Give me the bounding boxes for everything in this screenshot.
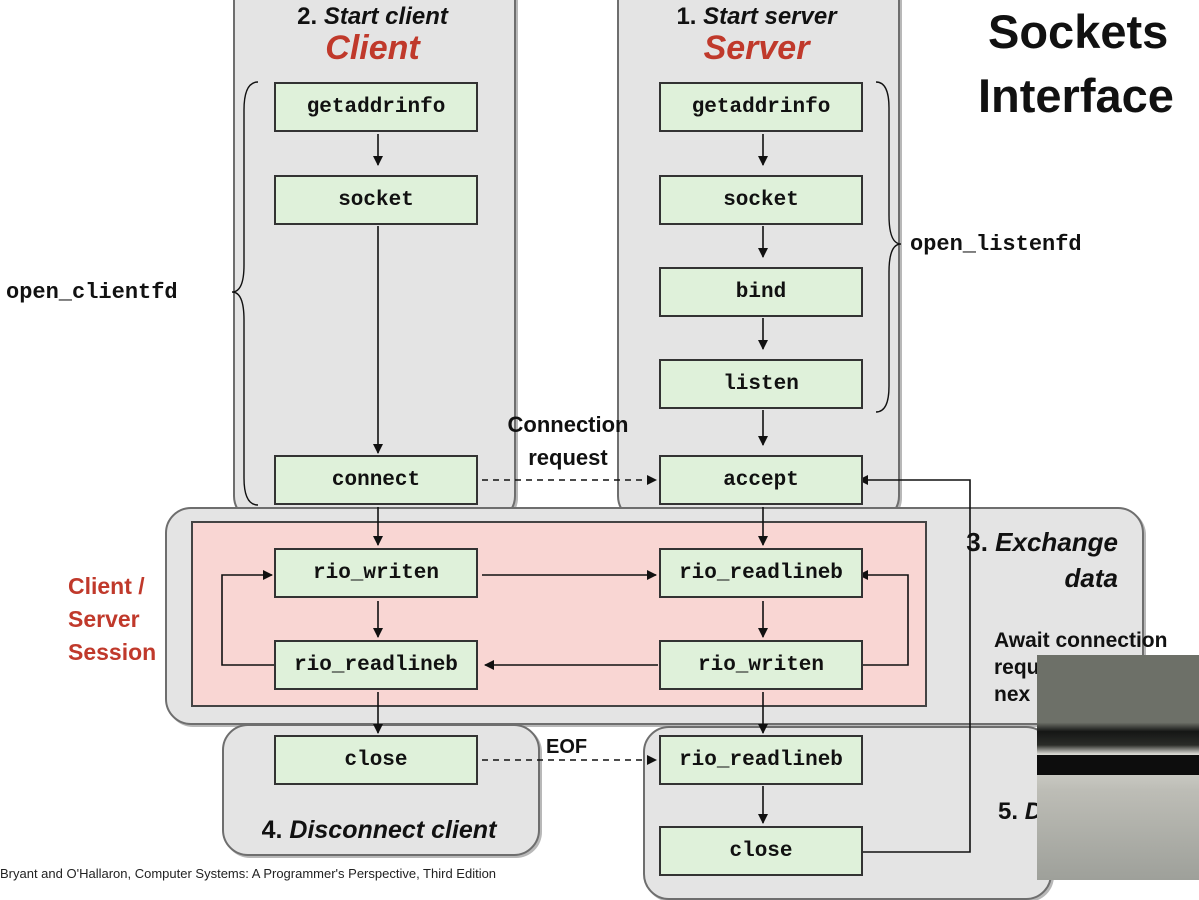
server-rio-writen-box: rio_writen [659, 640, 863, 690]
title-line-1: Sockets [988, 5, 1169, 58]
server-listen-box: listen [659, 359, 863, 409]
exchange-line-2: data [1064, 563, 1118, 593]
client-step-number: 2. [297, 3, 318, 30]
client-rio-readlineb-box: rio_readlineb [274, 640, 478, 690]
disconnect-step-number: 4. [261, 816, 283, 844]
session-line-3: Session [68, 639, 157, 665]
server-bind-box: bind [659, 267, 863, 317]
client-socket-box: socket [274, 175, 478, 225]
server-accept-box: accept [659, 455, 863, 505]
server-rio-readlineb-eof-box: rio_readlineb [659, 735, 863, 785]
client-connect-box: connect [274, 455, 478, 505]
step5-label: 5. D [998, 798, 1042, 826]
exchange-line-1: Exchange [995, 527, 1118, 557]
video-overlay-image [1037, 655, 1199, 880]
exchange-step-number: 3. [966, 527, 988, 557]
server-socket-box: socket [659, 175, 863, 225]
connector-arrows [221, 81, 971, 853]
open-listenfd-label: open_listenfd [910, 232, 1082, 257]
await-line-2: requ [994, 656, 1040, 679]
connection-request-line-1: Connection [507, 412, 629, 437]
server-step-label: Start server [703, 3, 837, 30]
server-step-number: 1. [676, 3, 697, 30]
disconnect-label-text: Disconnect client [289, 816, 497, 844]
title-line-2: Interface [978, 69, 1174, 122]
footer-citation: Bryant and O'Hallaron, Computer Systems:… [0, 866, 497, 881]
await-connection-label: Await connection requ nex [994, 627, 1167, 708]
client-close-box: close [274, 735, 478, 785]
server-close-box: close [659, 826, 863, 876]
client-step-label: Start client [323, 3, 448, 30]
eof-label: EOF [546, 736, 588, 758]
exchange-data-label: 3. Exchange data [960, 524, 1118, 596]
connection-request-line-2: request [528, 445, 608, 470]
connection-request-label: Connection request [498, 408, 638, 474]
server-header: 1. Start server Server [617, 3, 896, 68]
open-clientfd-label: open_clientfd [6, 280, 178, 305]
await-line-3: nex [994, 683, 1031, 706]
client-getaddrinfo-box: getaddrinfo [274, 82, 478, 132]
disconnect-client-label: 4. Disconnect client [222, 816, 536, 845]
session-line-1: Client / [68, 573, 145, 599]
await-line-1: Await connection [994, 629, 1168, 652]
step5-number: 5. [998, 798, 1019, 825]
slide-title: Sockets Interface [978, 4, 1174, 124]
server-rio-readlineb-box: rio_readlineb [659, 548, 863, 598]
client-role: Client [325, 29, 420, 67]
client-rio-writen-box: rio_writen [274, 548, 478, 598]
session-label: Client / Server Session [68, 570, 156, 669]
server-role: Server [703, 29, 810, 67]
server-getaddrinfo-box: getaddrinfo [659, 82, 863, 132]
client-header: 2. Start client Client [233, 3, 512, 68]
session-line-2: Server [68, 606, 140, 632]
